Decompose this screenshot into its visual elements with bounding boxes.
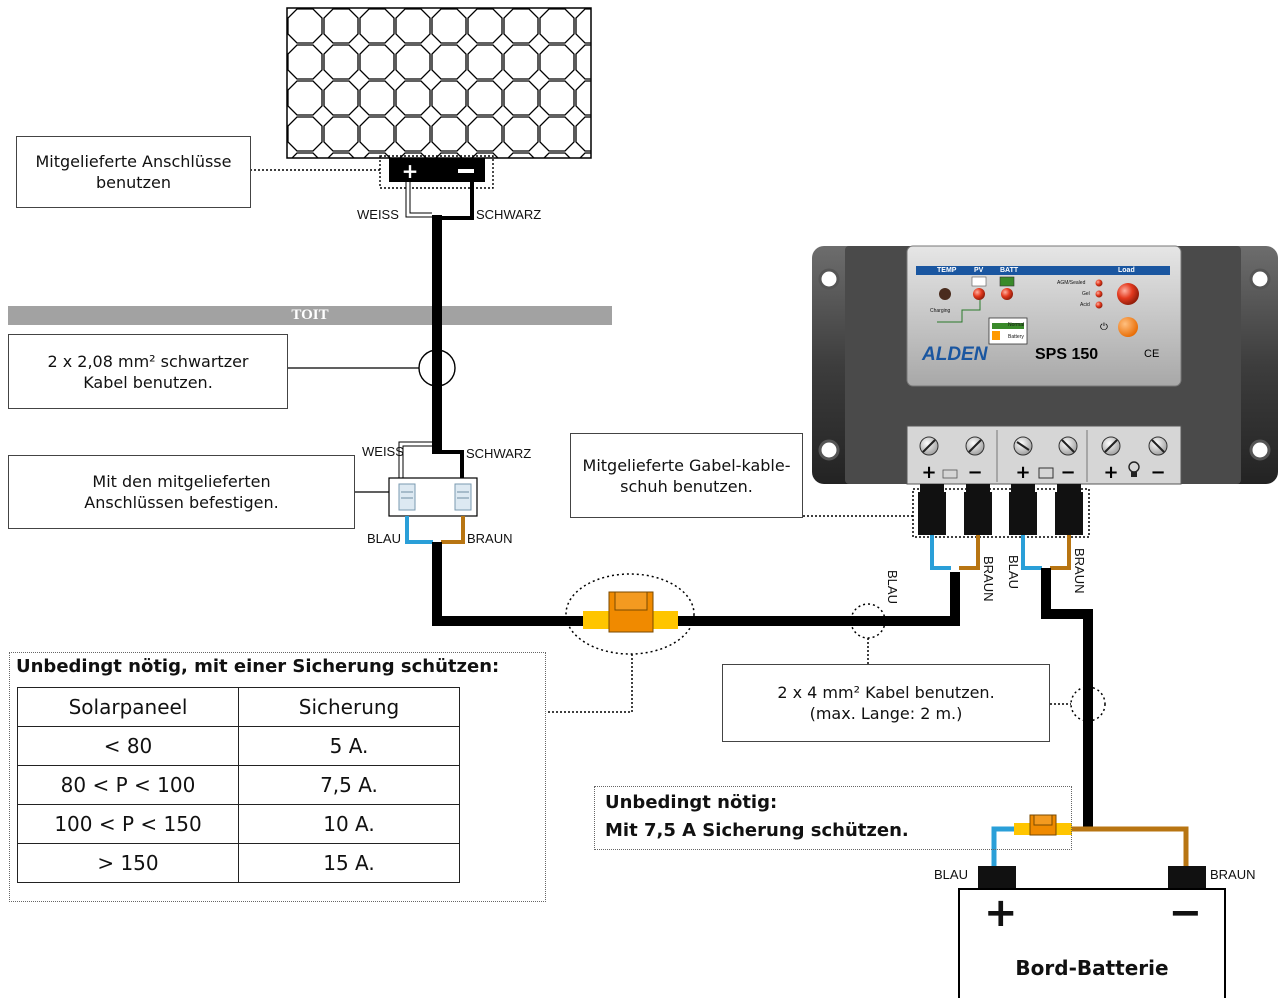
label-blau-c2: BLAU <box>1006 555 1021 589</box>
label-braun-c2: BRAUN <box>1072 548 1087 594</box>
ctrl-normal: Normal <box>1008 322 1025 328</box>
table-cell: 10 A. <box>238 804 460 844</box>
svg-text:−: − <box>1150 462 1165 483</box>
battery-cable-marker <box>1070 686 1106 722</box>
label-schwarz-top: SCHWARZ <box>476 207 542 222</box>
brown-wire-c2 <box>1050 535 1071 570</box>
cable-lugs <box>918 484 1083 535</box>
ctrl-model: SPS 150 <box>1035 346 1099 363</box>
callout-attach: Mit den mitgelieferten Anschlüssen befes… <box>8 455 355 529</box>
fuse-warning: Unbedingt nötig, mit einer Sicherung sch… <box>9 652 546 902</box>
svg-text:−: − <box>967 462 982 483</box>
charge-controller: ⏻ + − + − + − <box>812 245 1278 485</box>
table-header-cell: Solarpaneel <box>17 687 239 727</box>
ctrl-ce: CE <box>1144 348 1160 360</box>
label-weiss-mid: WEISS <box>362 444 404 459</box>
table-cell: 80 < P < 100 <box>17 765 239 805</box>
panel-junction-box: + <box>379 155 494 189</box>
table-cell: < 80 <box>17 726 239 766</box>
table-cell: 7,5 A. <box>238 765 460 805</box>
brown-wire-c1 <box>959 535 980 570</box>
battery-minus-terminal <box>1168 866 1206 890</box>
label-braun-left: BRAUN <box>467 531 513 546</box>
svg-text:+: + <box>1103 462 1118 483</box>
brown-wire-bat <box>1072 826 1189 866</box>
table-cell: 100 < P < 150 <box>17 804 239 844</box>
callout-cable-4: 2 x 4 mm² Kabel benutzen. (max. Lange: 2… <box>722 664 1050 742</box>
table-row: 100 < P < 150 10 A. <box>17 804 460 844</box>
svg-text:+: + <box>402 159 419 183</box>
main-cable-to-controller <box>432 542 960 626</box>
table-row: < 80 5 A. <box>17 726 460 766</box>
lug-group <box>912 488 1090 538</box>
svg-text:⏻: ⏻ <box>1100 322 1108 333</box>
blue-wire-bat <box>991 826 1014 866</box>
svg-text:−: − <box>1060 462 1075 483</box>
battery-plus-sign: + <box>984 890 1018 936</box>
label-schwarz-mid: SCHWARZ <box>466 446 532 461</box>
ctrl-batt: BATT <box>1000 267 1019 274</box>
label-blau-bat: BLAU <box>934 867 968 882</box>
blue-wire-c1 <box>930 535 951 570</box>
leader-fuse-1 <box>546 654 633 713</box>
label-braun-bat: BRAUN <box>1210 867 1256 882</box>
battery-name: Bord-Batterie <box>1015 956 1169 980</box>
callout-fork: Mitgelieferte Gabel-kable- schuh benutze… <box>570 433 803 518</box>
panel-leads <box>405 182 474 220</box>
label-braun-c1: BRAUN <box>981 556 996 602</box>
battery-plus-terminal <box>978 866 1016 890</box>
battery-minus-sign: − <box>1168 890 1202 936</box>
svg-text:+: + <box>1015 462 1030 483</box>
ctrl-agm: AGM/Sealed <box>1057 280 1086 286</box>
table-row: > 150 15 A. <box>17 843 460 883</box>
ctrl-charging: Charging <box>930 308 951 314</box>
ctrl-temp: TEMP <box>937 267 957 274</box>
table-header-row: Solarpaneel Sicherung <box>17 687 460 727</box>
ctrl-acid: Acid <box>1080 302 1090 308</box>
ctrl-brand: ALDEN <box>922 344 988 365</box>
table-cell: > 150 <box>17 843 239 883</box>
battery: + − Bord-Batterie <box>958 888 1226 998</box>
solar-panel <box>286 7 592 159</box>
ctrl-load: Load <box>1118 267 1135 274</box>
fuse-warning-title: Unbedingt nötig, mit einer Sicherung sch… <box>16 656 500 677</box>
fuse-1 <box>565 573 695 655</box>
blue-wire-c2 <box>1021 535 1042 570</box>
label-weiss-top: WEISS <box>357 207 399 222</box>
table-header-cell: Sicherung <box>238 687 460 727</box>
battery-warning-line1: Unbedingt nötig: <box>605 792 778 813</box>
table-row: 80 < P < 100 7,5 A. <box>17 765 460 805</box>
callout-cable-208: 2 x 2,08 mm² schwartzer Kabel benutzen. <box>8 334 288 409</box>
brown-wire-left <box>441 516 465 544</box>
fuse-2 <box>1014 814 1072 836</box>
label-blau-left: BLAU <box>367 531 401 546</box>
inline-connector <box>388 441 478 517</box>
blue-wire-left <box>405 516 433 544</box>
table-cell: 15 A. <box>238 843 460 883</box>
svg-text:+: + <box>921 462 936 483</box>
battery-warning-line2: Mit 7,5 A Sicherung schützen. <box>605 820 909 841</box>
roof-label: TOIT <box>291 307 329 323</box>
table-cell: 5 A. <box>238 726 460 766</box>
label-blau-c1: BLAU <box>885 570 900 604</box>
fuse-table: Solarpaneel Sicherung < 80 5 A. 80 < P <… <box>17 687 460 883</box>
battery-fuse-warning: Unbedingt nötig: Mit 7,5 A Sicherung sch… <box>594 786 1072 850</box>
ctrl-pv: PV <box>974 267 984 274</box>
callout-connectors: Mitgelieferte Anschlüsse benutzen <box>16 136 251 208</box>
ctrl-battery: Battery <box>1008 334 1024 340</box>
ctrl-gel: Gel <box>1082 291 1090 297</box>
roof-bar <box>8 306 612 325</box>
